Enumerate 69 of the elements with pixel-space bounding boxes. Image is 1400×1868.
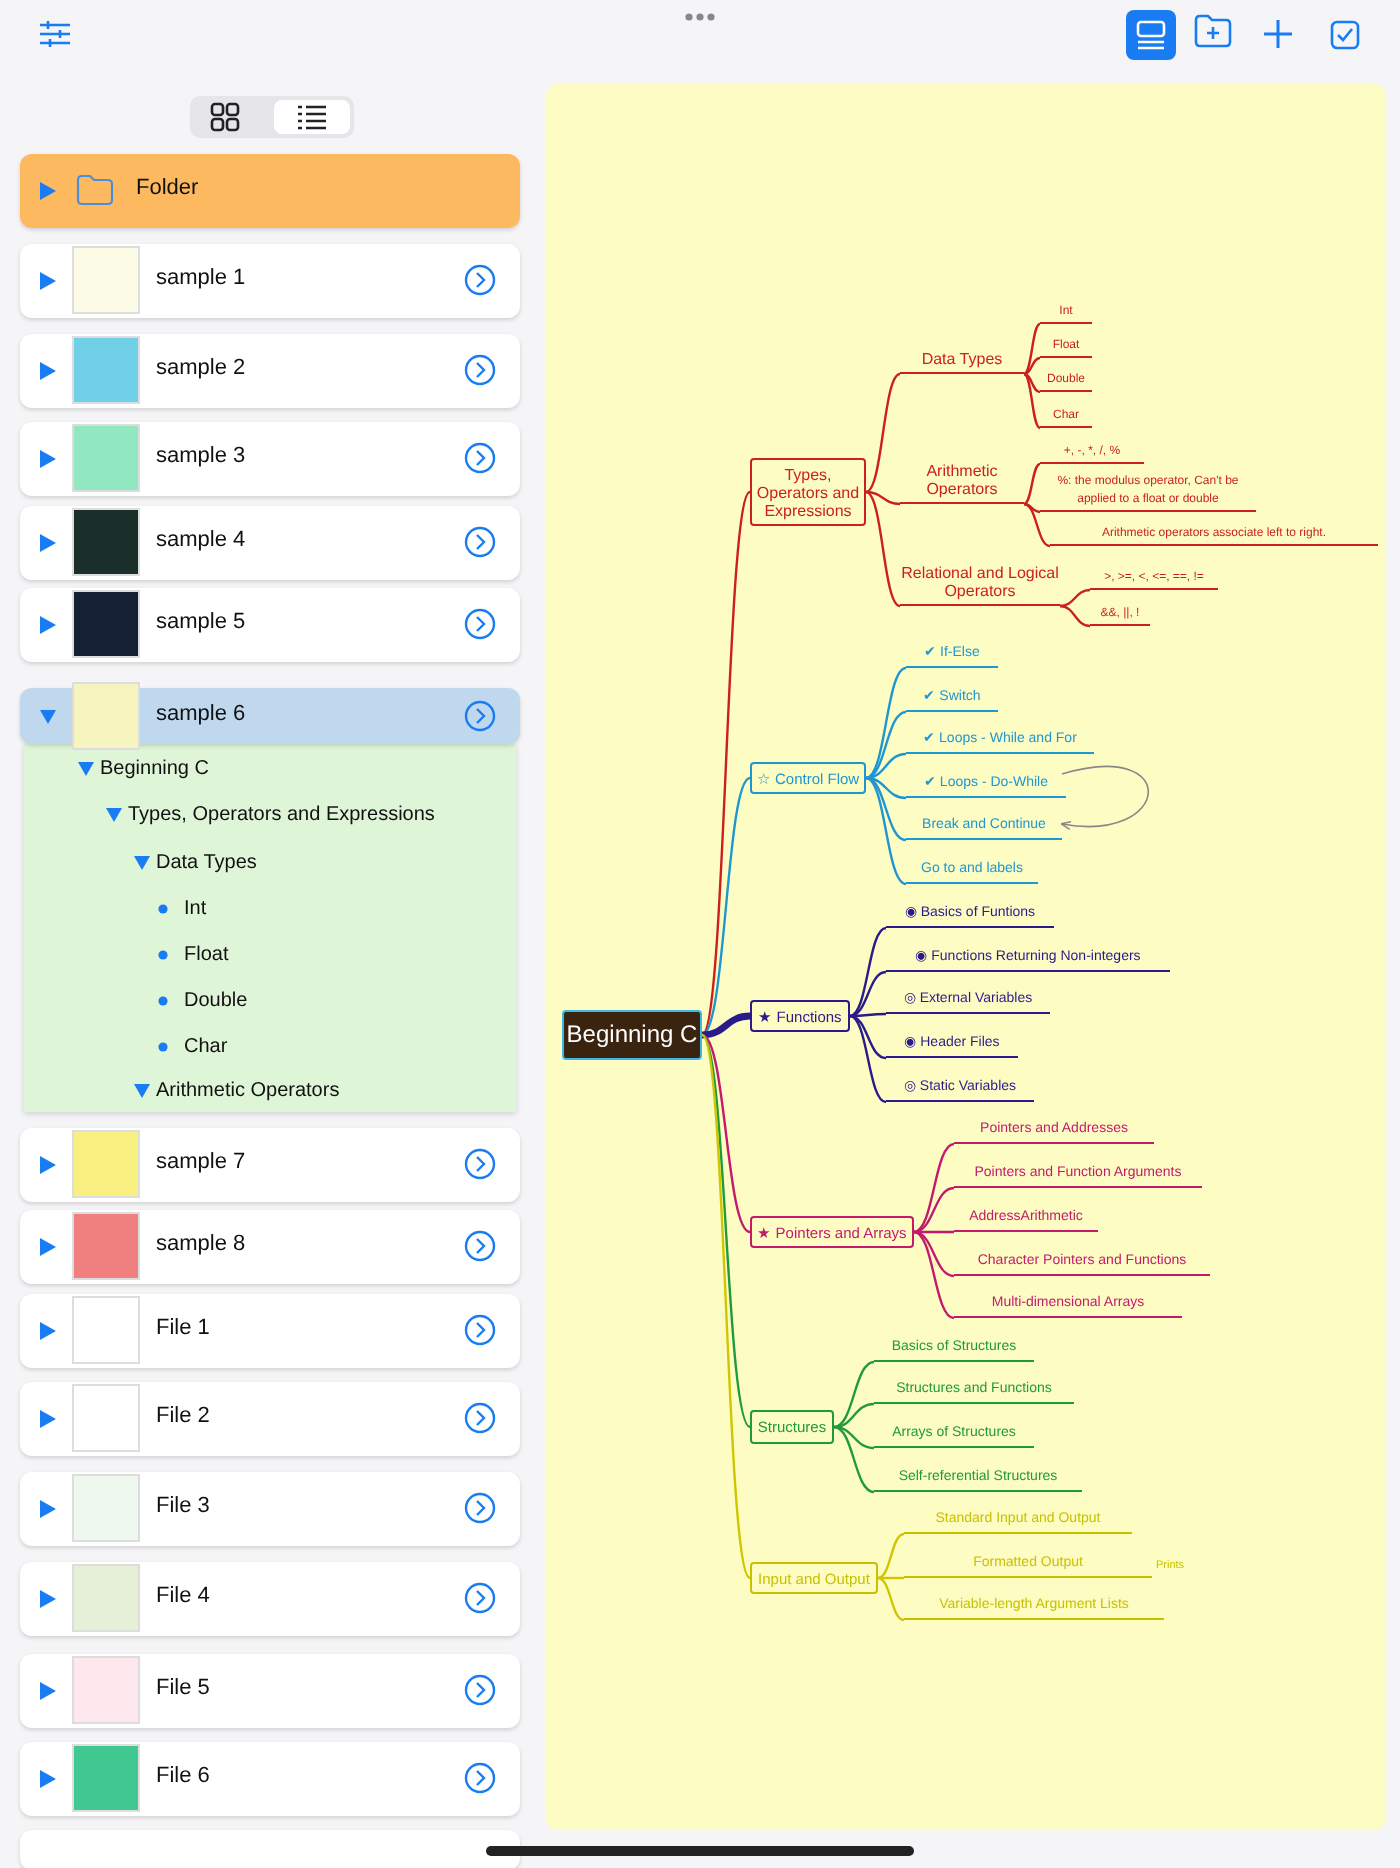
branch-line (849, 970, 887, 1018)
arrow (1060, 765, 1150, 830)
branch-line (878, 1576, 904, 1580)
branch-line (1023, 356, 1041, 376)
branch-line (865, 776, 907, 800)
row-title: sample 8 (156, 1232, 246, 1258)
branch-line (700, 491, 752, 1036)
branch-line (833, 1402, 875, 1429)
branch-line (833, 1425, 875, 1494)
outline-item: Arithmetic Operators (156, 1078, 340, 1104)
branch-topic: Relational and Logical Operators (900, 564, 1060, 606)
branch-line (701, 1012, 751, 1039)
outline-item: Data Types (156, 850, 257, 876)
row-title: File 3 (156, 1494, 210, 1520)
branch-line (877, 1576, 905, 1622)
branch-line (865, 372, 901, 494)
branch-line (913, 1230, 955, 1320)
outline-item: Beginning C (100, 756, 209, 782)
branch-line (865, 776, 907, 842)
row-title: File 6 (156, 1764, 210, 1790)
branch-line (1023, 373, 1041, 429)
outline-item: Int (184, 896, 207, 922)
branch-line (849, 1014, 887, 1104)
branch-line (850, 1012, 886, 1018)
row-title: File 5 (156, 1676, 210, 1702)
branch-line (701, 1034, 751, 1428)
branch-line (700, 1034, 752, 1579)
outline-item: Double (184, 988, 248, 1014)
branch-line (914, 1230, 954, 1234)
outline-item: Types, Operators and Expressions (128, 802, 435, 828)
branch-line (1059, 588, 1091, 608)
branch-line (913, 1142, 955, 1234)
branch-line (877, 1532, 905, 1580)
branch-line (865, 666, 907, 780)
branch-line (1023, 502, 1051, 548)
branch-line (1059, 604, 1091, 628)
branch-line (865, 490, 901, 608)
root-topic-box: Beginning C (562, 1010, 702, 1060)
branch-line (833, 1360, 875, 1429)
row-title: File 4 (156, 1584, 210, 1610)
row-title: sample 5 (156, 610, 246, 636)
outline-item: Char (184, 1034, 228, 1060)
row-title: File 1 (156, 1316, 210, 1342)
row-title: File 2 (156, 1404, 210, 1430)
branch-topic: Arithmetic Operators (900, 462, 1024, 504)
branch-line (913, 1186, 955, 1234)
branch-line (913, 1230, 955, 1278)
row-title: sample 1 (156, 266, 246, 292)
row-title: Folder (136, 176, 199, 202)
branch-line (865, 752, 907, 780)
topic-box: Types, Operators and Expressions (750, 458, 866, 526)
row-title: sample 7 (156, 1150, 246, 1176)
branch-line (1023, 323, 1041, 375)
branch-line (701, 777, 751, 1036)
branch-line (701, 1034, 751, 1233)
branch-line (865, 490, 901, 506)
row-title: sample 3 (156, 444, 246, 470)
branch-line (1023, 463, 1041, 505)
row-title: sample 2 (156, 356, 246, 382)
branch-line (849, 926, 887, 1018)
branch-line (1023, 372, 1041, 394)
row-title: sample 6 (156, 702, 246, 728)
branch-line (865, 776, 907, 886)
outline-item: Float (184, 942, 229, 968)
branch-line (849, 1014, 887, 1060)
branch-line (865, 710, 907, 780)
branch-topic: Data Types (900, 350, 1024, 374)
branch-line (833, 1425, 875, 1450)
row-title: sample 4 (156, 528, 246, 554)
